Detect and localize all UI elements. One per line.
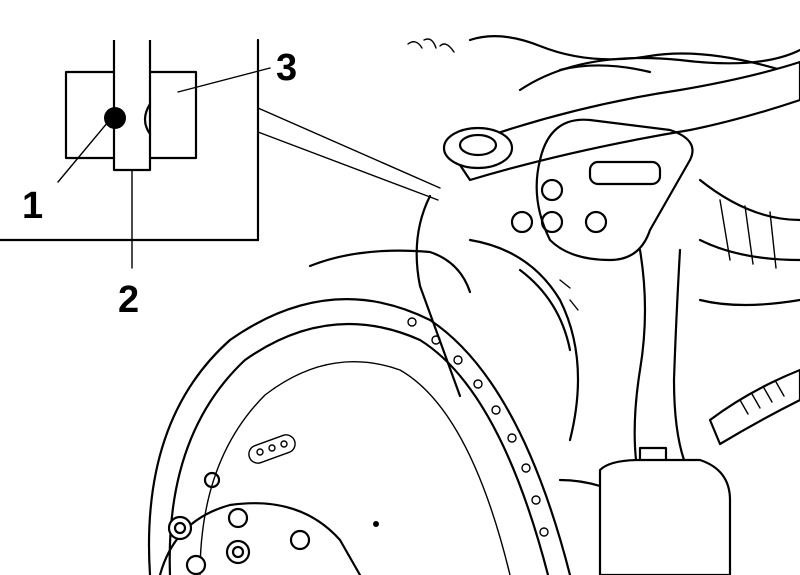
tie-rod-end xyxy=(708,368,800,446)
strut-top-curve xyxy=(468,35,800,78)
wheel-stud-core xyxy=(173,521,187,535)
callout-3: 3 xyxy=(276,47,297,89)
inset-leader-upper xyxy=(257,107,441,189)
wheel-stud xyxy=(289,529,311,551)
vent-hole xyxy=(539,527,549,537)
vent-hole xyxy=(431,335,441,345)
hub-flange xyxy=(158,502,362,575)
brake-disc xyxy=(147,298,572,575)
disc-hat-edge xyxy=(199,361,511,575)
driveshaft-low xyxy=(698,298,800,307)
inset-marker-dot xyxy=(104,107,126,129)
vent-hole xyxy=(521,463,531,473)
boot-ribs xyxy=(719,199,777,269)
caliper-edge xyxy=(415,194,462,398)
hub-inner-curve xyxy=(518,268,572,352)
wheel-stud-core xyxy=(231,545,245,559)
spring-coil-marks xyxy=(407,38,455,53)
wheel-stud xyxy=(225,539,251,565)
upper-suspension xyxy=(407,35,800,262)
hub-body-curve xyxy=(468,238,580,442)
tie-rod-threads xyxy=(739,381,785,415)
disc-inner-rim xyxy=(168,322,550,575)
vent-hole xyxy=(491,405,501,415)
bracket-bolt-left-lower xyxy=(540,210,564,234)
wrench-head xyxy=(442,126,514,170)
tie-rod-left xyxy=(558,478,602,488)
slot-dot xyxy=(268,444,276,452)
wheel-studs xyxy=(167,507,311,575)
steering-knuckle xyxy=(558,178,800,575)
lower-arm-mount xyxy=(598,458,732,575)
wheel-stud xyxy=(185,554,207,575)
callout-2: 2 xyxy=(118,279,139,321)
dust-shield-top xyxy=(308,249,472,294)
caliper-hub xyxy=(308,194,580,442)
disc-mark-dot xyxy=(373,521,379,527)
disc-screw xyxy=(203,471,221,489)
bracket-bolt-right xyxy=(584,210,608,234)
bracket-bolt-far-left xyxy=(510,210,534,234)
wheel-stud xyxy=(167,515,193,541)
inset-notch xyxy=(143,102,152,136)
driveshaft-mid xyxy=(698,238,800,262)
inset-detail: 1 2 3 xyxy=(0,38,441,321)
slot-outline xyxy=(248,434,296,464)
inset-shaft xyxy=(112,40,152,172)
bracket-bolt-left xyxy=(540,178,564,202)
strut-mid-curve xyxy=(518,48,800,92)
leader-1 xyxy=(57,121,109,183)
wheel-stud xyxy=(227,507,249,529)
disc-slot-mark xyxy=(248,434,296,464)
strut-inner-curve xyxy=(558,64,652,74)
disc-vent-holes xyxy=(407,317,549,537)
driveshaft-top xyxy=(698,178,800,222)
wrench-handle xyxy=(448,60,800,182)
hub-detail-marks xyxy=(559,279,579,311)
slot-dot xyxy=(256,448,264,456)
bracket-slot xyxy=(588,160,662,186)
vent-hole xyxy=(473,379,483,389)
vent-hole xyxy=(407,317,417,327)
knuckle-arm-right xyxy=(672,248,686,462)
vent-hole xyxy=(531,495,541,505)
callout-1: 1 xyxy=(22,185,43,227)
vent-hole xyxy=(453,355,463,365)
wrench-socket xyxy=(458,133,498,157)
inset-leader-lower xyxy=(257,131,439,201)
slot-dot xyxy=(280,440,288,448)
vent-hole xyxy=(507,433,517,443)
leader-3 xyxy=(177,67,271,93)
knuckle-arm-left xyxy=(633,248,647,462)
disc-outer-rim xyxy=(147,298,572,575)
